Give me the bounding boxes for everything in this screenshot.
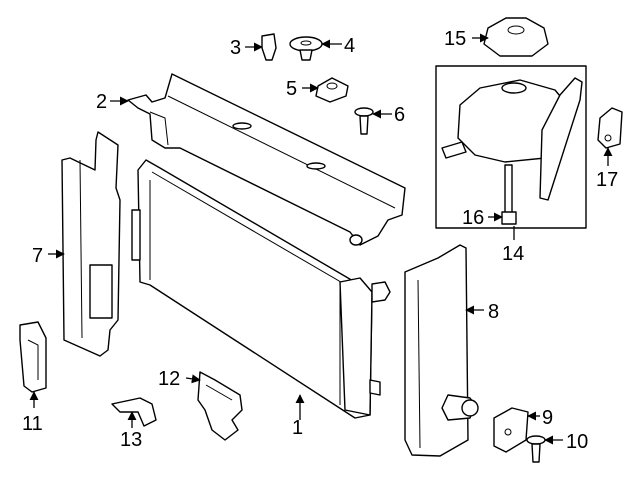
callout-16: 16 — [462, 207, 484, 229]
callout-14: 14 — [502, 243, 524, 265]
part-sensor-bracket — [597, 107, 623, 149]
part-grommet-4 — [289, 36, 323, 61]
callout-13: 13 — [120, 429, 142, 451]
leader-12 — [185, 374, 201, 384]
callout-7: 7 — [32, 245, 43, 267]
part-left-bracket — [19, 321, 47, 393]
part-upper-support — [127, 73, 406, 246]
callout-labels: 1 2 3 4 5 6 7 8 9 10 11 12 13 14 15 16 1… — [22, 28, 618, 453]
callout-3: 3 — [230, 37, 241, 59]
part-bolt-6 — [354, 107, 374, 135]
callout-6: 6 — [394, 104, 405, 126]
callout-10: 10 — [566, 431, 588, 453]
callout-12: 12 — [158, 368, 180, 390]
callout-4: 4 — [344, 35, 355, 57]
callout-9: 9 — [542, 407, 553, 429]
part-clip — [111, 397, 157, 427]
part-radiator — [131, 159, 391, 419]
part-bracket-9 — [493, 407, 529, 453]
callout-1: 1 — [292, 417, 303, 439]
callout-8: 8 — [488, 301, 499, 323]
callout-15: 15 — [444, 28, 466, 50]
part-left-deflector — [61, 131, 121, 357]
leader-lines — [29, 33, 613, 445]
part-lower-bracket — [197, 371, 243, 441]
callout-17: 17 — [596, 169, 618, 191]
part-push-pin — [261, 33, 277, 61]
part-expansion-tank-assembly — [435, 65, 587, 229]
part-right-deflector — [404, 244, 479, 457]
callout-5: 5 — [286, 78, 297, 100]
callout-11: 11 — [22, 413, 43, 435]
part-bolt-10 — [526, 435, 546, 463]
part-reservoir-cap — [483, 17, 549, 57]
callout-2: 2 — [96, 91, 107, 113]
part-mount — [315, 77, 349, 103]
